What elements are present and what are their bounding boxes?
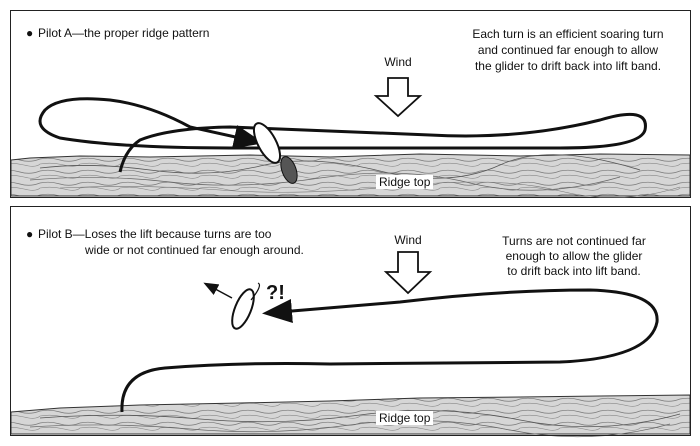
wind-arrow-icon [383, 251, 433, 295]
glider-lost-icon [203, 282, 261, 330]
wind-label-b: Wind [394, 233, 422, 247]
panel-b-title-line2: wide or not continued far enough around. [85, 243, 304, 257]
flight-path-a [38, 97, 647, 173]
wind-label-a: Wind [384, 55, 412, 69]
note-b-line1: Turns are not continued far [502, 234, 646, 248]
wind-arrow-icon [373, 77, 423, 118]
note-b-line2: enough to allow the glider [505, 249, 643, 263]
bullet-a: ● [26, 26, 34, 40]
question-mark: ?! [266, 282, 285, 304]
panel-b-title-line1: Pilot B—Loses the lift because turns are… [38, 227, 272, 241]
note-a-line2: and continued far enough to allow [477, 43, 659, 57]
glider-icon [252, 122, 298, 184]
ridge-top-a [10, 153, 691, 198]
note-b-line3: to drift back into lift band. [507, 264, 641, 278]
flight-path-b [120, 288, 659, 413]
panel-a-title: Pilot A—the proper ridge pattern [38, 26, 210, 40]
ridge-top-b [10, 394, 691, 438]
ridge-label-b: Ridge top [376, 411, 434, 425]
note-a-line3: the glider to drift back into lift band. [474, 59, 662, 73]
note-a-line1: Each turn is an efficient soaring turn [472, 27, 664, 41]
bullet-b: ● [26, 227, 34, 241]
ridge-label-a: Ridge top [376, 175, 434, 189]
